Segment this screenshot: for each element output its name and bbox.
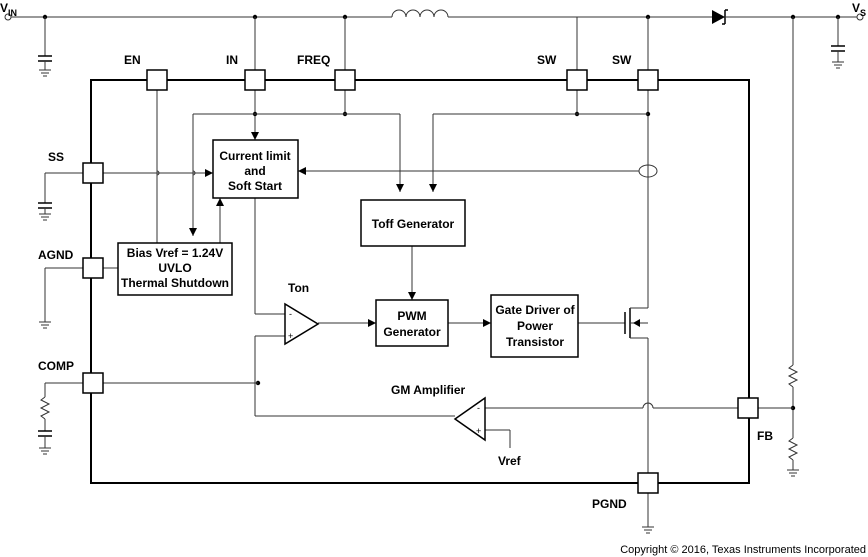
vref-label: Vref <box>498 454 522 468</box>
ic-outline <box>90 79 750 484</box>
current-limit-soft-start-block <box>212 139 299 199</box>
pin-ss-label: SS <box>48 150 64 164</box>
pwm-line-1: PWM <box>397 309 426 323</box>
input-capacitor-symbol <box>38 17 52 77</box>
gm-minus-sign: - <box>477 403 480 413</box>
inductor-symbol <box>391 9 449 18</box>
comp-resistor-symbol <box>39 396 51 420</box>
bias-line-2: UVLO <box>158 261 191 275</box>
pin-pgnd[interactable] <box>637 472 659 494</box>
pin-comp[interactable] <box>82 372 104 394</box>
pwm-line-2: Generator <box>383 325 441 339</box>
gate-driver-line-3: Transistor <box>506 335 564 349</box>
pin-sw-1-label: SW <box>537 53 557 67</box>
pin-in[interactable] <box>244 69 266 91</box>
pin-en-label: EN <box>124 53 141 67</box>
copyright-text: Copyright © 2016, Texas Instruments Inco… <box>620 544 866 556</box>
gm-amplifier-label: GM Amplifier <box>391 383 466 397</box>
current-limit-line-2: and <box>244 164 265 178</box>
pwm-generator-block <box>375 299 449 347</box>
vout-terminal[interactable] <box>856 13 864 21</box>
resistor-bottom-symbol <box>787 437 799 461</box>
pin-fb[interactable] <box>737 397 759 419</box>
pin-ss[interactable] <box>82 162 104 184</box>
ton-minus-sign: - <box>289 309 292 319</box>
vin-label: VIN <box>0 1 17 18</box>
pin-en[interactable] <box>146 69 168 91</box>
toff-label: Toff Generator <box>372 217 455 231</box>
ton-comparator-symbol <box>284 302 320 346</box>
input-rail <box>4 9 864 25</box>
bias-uvlo-block <box>117 242 233 296</box>
pin-sw-1[interactable] <box>566 69 588 91</box>
pin-agnd-label: AGND <box>38 248 74 262</box>
vout-label: VS <box>852 1 866 18</box>
bias-line-3: Thermal Shutdown <box>121 276 229 290</box>
gate-driver-block <box>490 294 579 358</box>
bias-line-1: Bias Vref = 1.24V <box>127 246 223 260</box>
current-limit-line-3: Soft Start <box>228 179 282 193</box>
gm-plus-sign: + <box>476 426 481 436</box>
pin-freq-label: FREQ <box>297 53 330 67</box>
resistor-top-symbol <box>787 364 799 388</box>
pin-freq[interactable] <box>334 69 356 91</box>
pin-sw-2[interactable] <box>637 69 659 91</box>
pin-fb-label: FB <box>757 429 773 443</box>
pin-in-label: IN <box>226 53 238 67</box>
pin-agnd[interactable] <box>82 257 104 279</box>
pin-comp-label: COMP <box>38 359 74 373</box>
ton-label: Ton <box>288 281 309 295</box>
gate-driver-line-1: Gate Driver of <box>495 303 575 317</box>
pin-sw-2-label: SW <box>612 53 632 67</box>
current-limit-line-1: Current limit <box>219 149 290 163</box>
pin-pgnd-label: PGND <box>592 497 627 511</box>
gate-driver-line-2: Power <box>517 319 553 333</box>
toff-generator-block <box>360 199 466 247</box>
gm-amplifier-symbol <box>453 396 486 442</box>
ton-plus-sign: + <box>288 331 293 341</box>
feedback-divider <box>756 17 799 477</box>
output-capacitor-symbol <box>831 17 845 69</box>
